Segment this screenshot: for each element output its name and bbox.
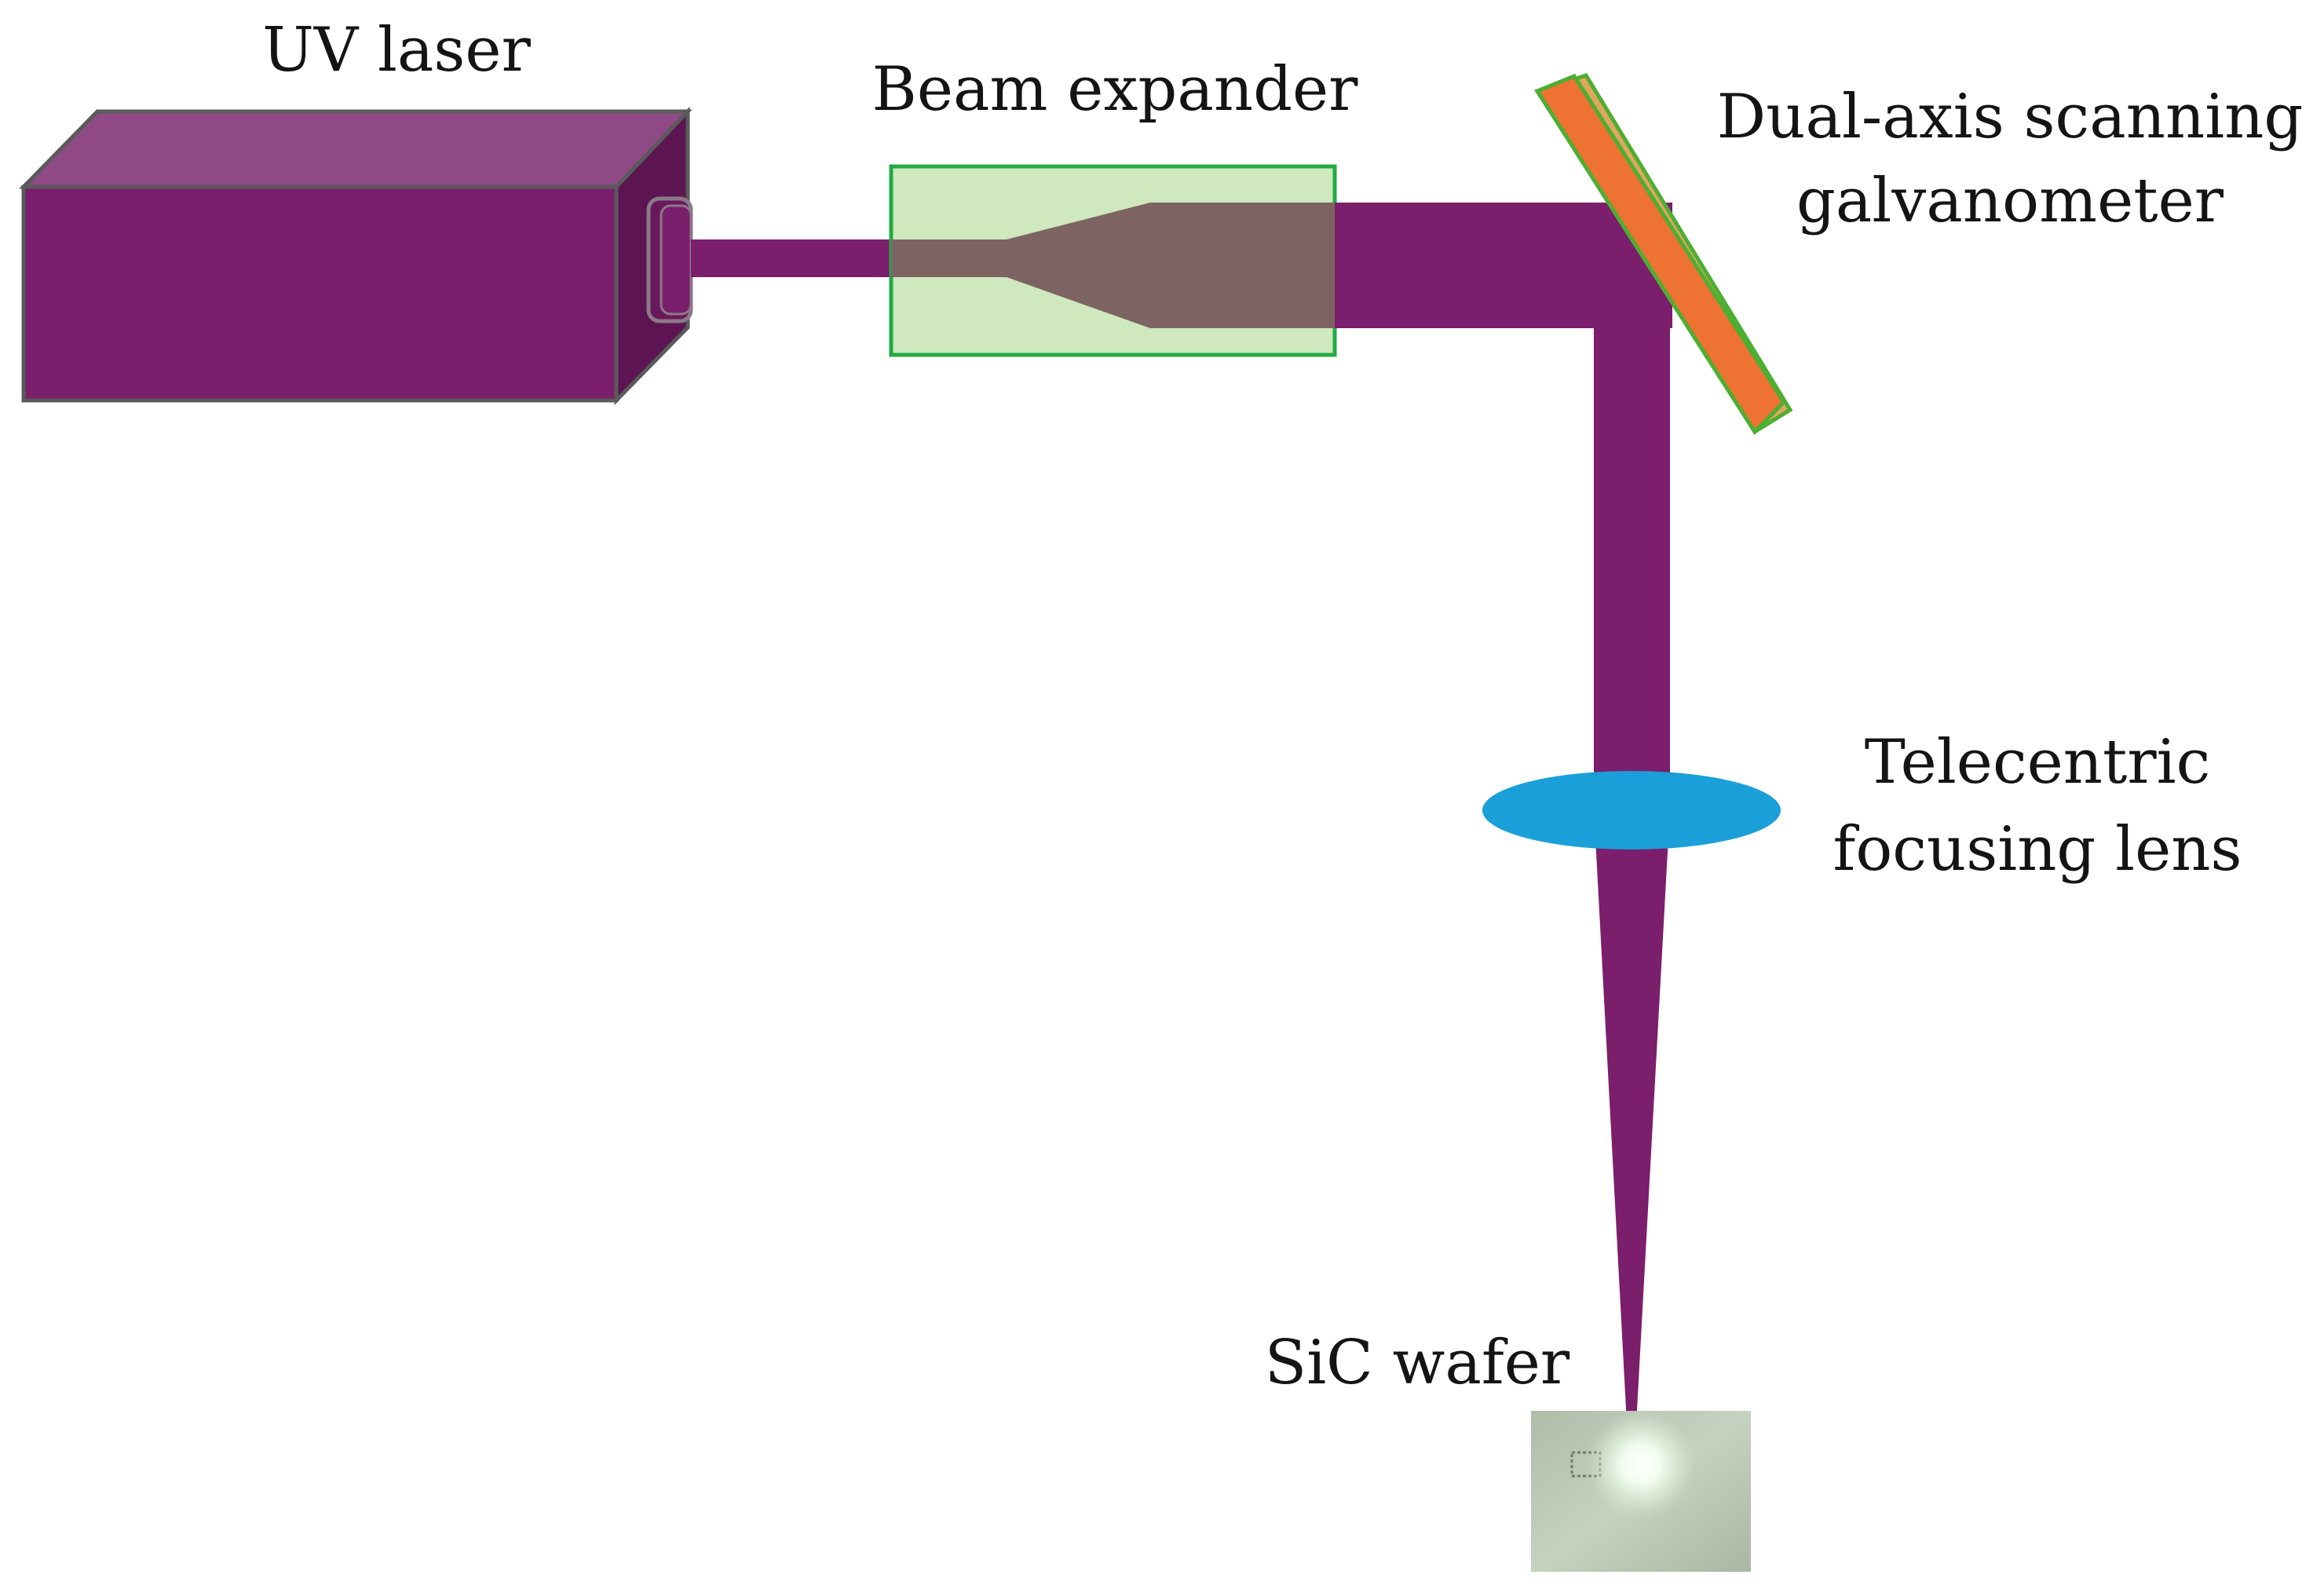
laser-beam-narrow [691,239,891,277]
label-beam-expander: Beam expander [872,54,1359,125]
label-lens-line1: Telecentric [1865,727,2211,798]
galvanometer-mirror [1534,73,1793,436]
label-sic-wafer: SiC wafer [1265,1328,1570,1398]
beam-expander [889,164,1337,357]
laser-spot [1586,1409,1696,1519]
telecentric-lens [1482,771,1781,849]
sic-wafer [1531,1409,1751,1572]
beam-vertical-segment [1594,203,1670,784]
beam-expander-cone [891,203,1335,328]
mirror-face [1534,73,1787,436]
label-uv-laser: UV laser [262,15,531,86]
label-galvanometer-line1: Dual-axis scanning [1717,82,2304,152]
uv-laser [19,106,693,406]
laser-aperture-inner [660,204,692,316]
uv-laser-front-face [21,185,619,403]
label-galvanometer-line2: galvanometer [1796,166,2224,236]
laser-beam-wide [1335,203,1672,784]
uv-laser-top-face [19,109,692,189]
focused-beam [1594,809,1670,1452]
label-lens-line2: focusing lens [1833,814,2242,885]
